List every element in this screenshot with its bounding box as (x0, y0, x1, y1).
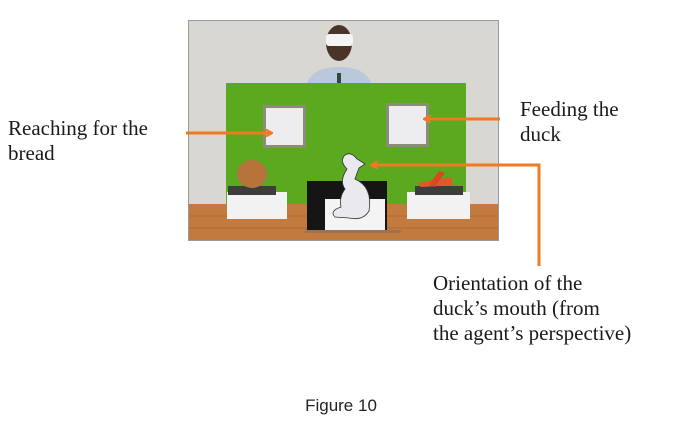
duck-cutout (332, 153, 371, 220)
left-pedestal (227, 192, 287, 219)
visor (326, 34, 353, 46)
right-pedestal (407, 192, 470, 219)
label-reaching-for-bread: Reaching for the bread (8, 116, 148, 165)
label-duck-mouth-orientation: Orientation of the duck’s mouth (from th… (433, 271, 632, 345)
label-feeding-duck: Feeding the duck (520, 97, 619, 146)
photo-scene (189, 21, 498, 240)
bread (237, 160, 267, 188)
experiment-photo (188, 20, 499, 241)
arrow-orientation (372, 165, 541, 266)
left-square (266, 108, 303, 145)
figure-caption: Figure 10 (305, 396, 377, 415)
right-square (389, 106, 426, 144)
